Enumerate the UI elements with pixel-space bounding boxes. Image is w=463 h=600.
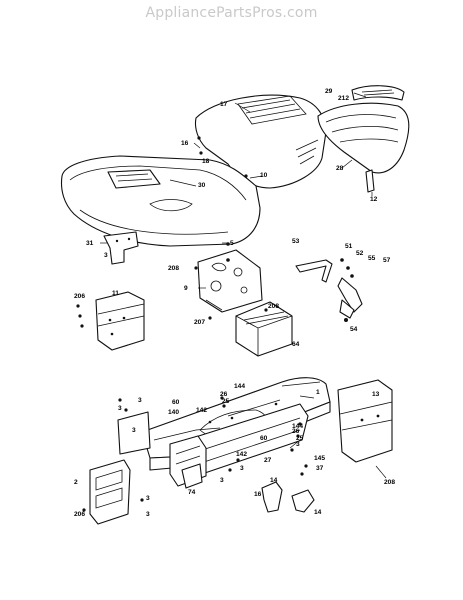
callout-53: 53 — [292, 238, 300, 245]
callout-5-a: 5 — [230, 240, 234, 247]
callout-26-a: 26 — [220, 391, 228, 398]
callout-208-a: 208 — [168, 265, 179, 272]
callout-1: 1 — [316, 389, 320, 396]
rear-plate-13-part[interactable] — [337, 379, 393, 463]
callout-3-d: 3 — [132, 427, 136, 434]
hood-part[interactable] — [194, 94, 327, 189]
callout-labels: 17 29 212 16 18 30 10 28 12 31 3 5 208 5… — [74, 88, 395, 518]
callout-3-b: 3 — [138, 397, 142, 404]
callout-142-b: 142 — [236, 451, 247, 458]
fender-part[interactable] — [60, 155, 261, 247]
callout-140: 140 — [168, 409, 179, 416]
callout-144-a: 144 — [234, 383, 245, 390]
callout-3-h: 3 — [146, 495, 150, 502]
callout-206-b: 206 — [74, 511, 85, 518]
callout-28: 28 — [336, 165, 344, 172]
callout-18: 18 — [202, 158, 210, 165]
callout-55: 55 — [368, 255, 376, 262]
callout-212: 212 — [338, 95, 349, 102]
fasteners — [76, 136, 354, 512]
callout-3-i: 3 — [146, 511, 150, 518]
callout-27: 27 — [264, 457, 272, 464]
callout-26-b: 26 — [292, 428, 300, 435]
callout-60-b: 60 — [260, 435, 268, 442]
callout-74: 74 — [188, 489, 196, 496]
dash-bracket-part[interactable] — [197, 249, 263, 313]
callout-51: 51 — [345, 243, 353, 250]
callout-10: 10 — [260, 172, 268, 179]
small-bracket-part[interactable] — [261, 481, 315, 513]
callout-54: 54 — [350, 326, 358, 333]
callout-31: 31 — [86, 240, 94, 247]
callout-30: 30 — [198, 182, 206, 189]
callout-3-c: 3 — [118, 405, 122, 412]
callout-3-f: 3 — [240, 465, 244, 472]
callout-13: 13 — [372, 391, 380, 398]
side-plate-11-part[interactable] — [95, 291, 145, 351]
callout-206-a: 206 — [74, 293, 85, 300]
callout-16: 16 — [181, 140, 189, 147]
bracket-52-part[interactable] — [337, 277, 363, 319]
callout-208-c: 208 — [384, 479, 395, 486]
callout-144-b: 144 — [292, 423, 303, 430]
callout-3-g: 3 — [220, 477, 224, 484]
callout-29: 29 — [325, 88, 333, 95]
dash-panel-part[interactable] — [317, 85, 410, 193]
callout-16-b: 16 — [254, 491, 262, 498]
callout-14-b: 14 — [314, 509, 322, 516]
main-frame-part[interactable] — [117, 377, 331, 471]
callout-12: 12 — [370, 196, 378, 203]
callout-25-b: 25 — [296, 435, 304, 442]
callout-57: 57 — [383, 257, 391, 264]
frame-rail-part[interactable] — [183, 403, 309, 477]
lever-53-part[interactable] — [295, 259, 333, 283]
watermark: AppliancePartsPros.com — [145, 5, 318, 21]
callout-3-e: 3 — [296, 441, 300, 448]
callout-208-b: 208 — [268, 303, 279, 310]
battery-box-part[interactable] — [235, 301, 293, 357]
callout-14-a: 14 — [270, 477, 278, 484]
callout-207: 207 — [194, 319, 205, 326]
bracket-31-part[interactable] — [103, 231, 139, 265]
callout-11: 11 — [112, 290, 119, 297]
callout-142-a: 142 — [196, 407, 207, 414]
callout-17: 17 — [220, 101, 228, 108]
callout-37: 37 — [316, 465, 324, 472]
callout-60-a: 60 — [172, 399, 180, 406]
callout-145: 145 — [314, 455, 325, 462]
callout-3-a: 3 — [104, 252, 108, 259]
callout-2: 2 — [74, 479, 78, 486]
callout-64: 64 — [292, 341, 300, 348]
callout-52: 52 — [356, 250, 364, 257]
front-plate-2-part[interactable] — [89, 459, 131, 525]
callout-9: 9 — [184, 285, 188, 292]
leader-lines — [100, 92, 387, 479]
callout-25-a: 25 — [222, 398, 230, 405]
bracket-74-part[interactable] — [181, 463, 203, 489]
